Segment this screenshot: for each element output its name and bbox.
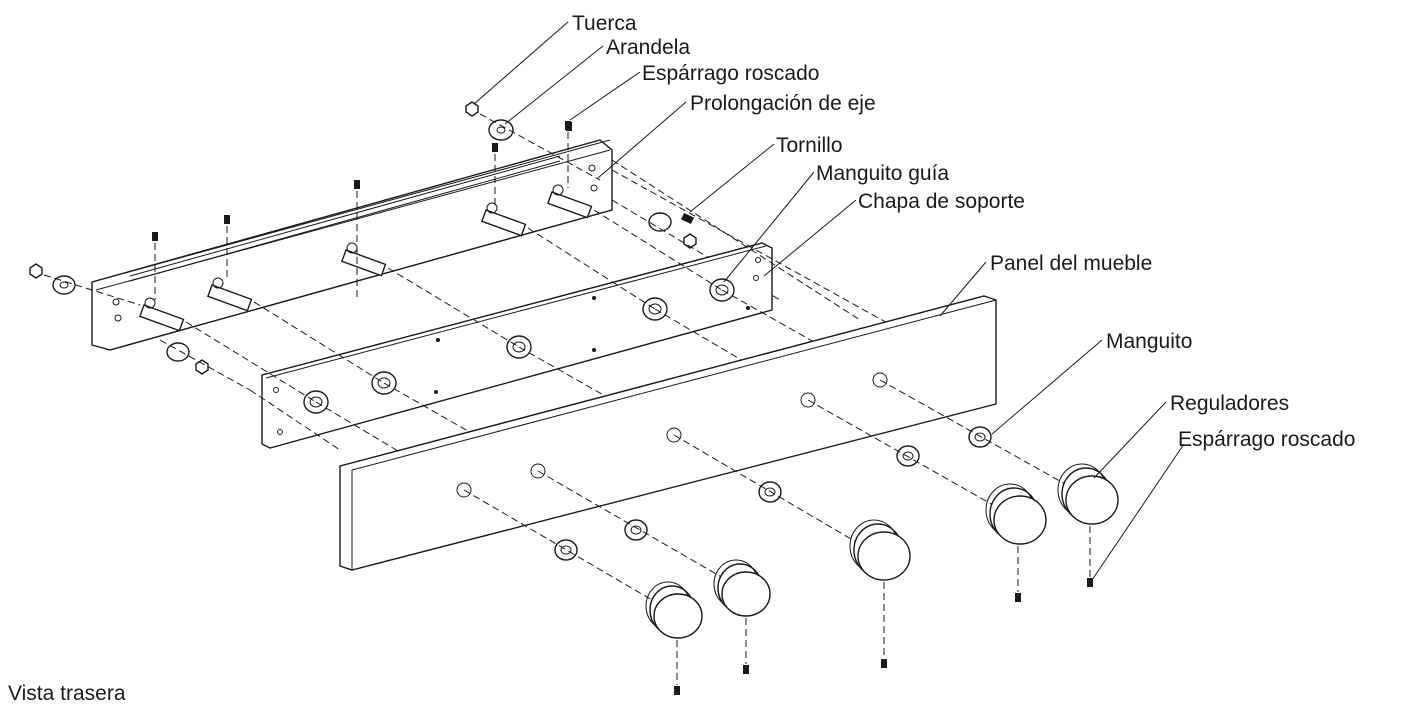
label-reguladores: Reguladores [1170, 392, 1289, 415]
label-esparrago-roscado-right: Espárrago roscado [1178, 428, 1355, 451]
label-tornillo: Tornillo [776, 134, 843, 157]
furniture-panel [339, 295, 997, 571]
knob-axes [463, 379, 1091, 615]
labels: Tuerca Arandela Espárrago roscado Prolon… [8, 12, 1355, 705]
sleeve-4 [896, 445, 920, 467]
sleeves [554, 426, 992, 561]
shaft-extension-4 [480, 202, 527, 237]
knob-4 [985, 483, 1047, 602]
knob-5 [1057, 463, 1119, 587]
shaft-extension-5 [546, 184, 593, 219]
view-caption: Vista trasera [8, 682, 126, 704]
shaft-extension-2 [206, 277, 253, 312]
sleeve-2 [624, 519, 648, 541]
label-manguito: Manguito [1106, 330, 1192, 353]
shaft-extension-1 [138, 297, 185, 332]
shaft-extension-3 [340, 242, 387, 277]
label-tuerca: Tuerca [572, 12, 637, 35]
top-hardware [465, 101, 781, 301]
knob-1 [645, 581, 703, 695]
panel-holes [456, 372, 888, 498]
left-end-hardware [29, 263, 251, 391]
shaft-extensions [138, 184, 593, 332]
leader-lines [473, 21, 1185, 581]
label-manguito-guia: Manguito guía [816, 162, 949, 185]
knob-3 [849, 519, 911, 668]
assembly-axes [185, 159, 901, 489]
label-esparrago-roscado-top: Espárrago roscado [642, 62, 819, 85]
knobs [645, 463, 1119, 695]
label-prolongacion-de-eje: Prolongación de eje [690, 92, 876, 115]
label-chapa-de-soporte: Chapa de soporte [858, 190, 1025, 213]
sleeve-3 [758, 481, 782, 503]
label-panel-del-mueble: Panel del mueble [990, 252, 1152, 275]
knob-2 [713, 559, 771, 674]
sleeve-5 [968, 426, 992, 448]
sleeve-1 [554, 539, 578, 561]
label-arandela: Arandela [606, 36, 690, 59]
rail-set-screws [152, 121, 571, 300]
